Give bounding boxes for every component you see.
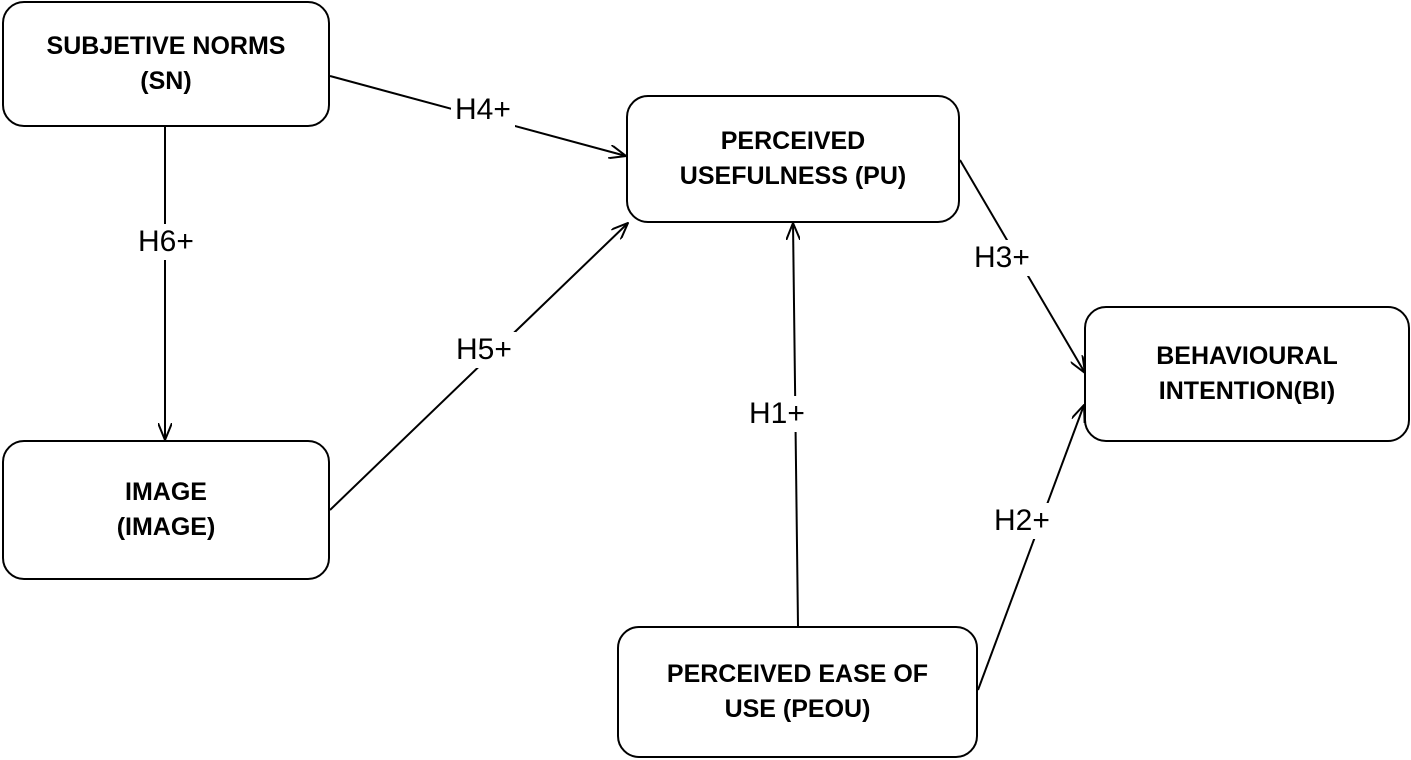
- node-perceived-ease-of-use: PERCEIVED EASE OF USE (PEOU): [617, 626, 978, 758]
- node-label-line: (SN): [140, 67, 192, 95]
- node-label-line: PERCEIVED: [720, 127, 866, 155]
- node-label-line: BEHAVIOURAL: [1156, 342, 1338, 370]
- node-label-line: IMAGE: [125, 478, 207, 506]
- edge-label-h2: H2+: [990, 503, 1054, 539]
- edge-label-h6: H6+: [134, 224, 198, 260]
- node-label-line: (IMAGE): [116, 513, 216, 541]
- node-behavioural-intention: BEHAVIOURAL INTENTION(BI): [1084, 306, 1410, 442]
- node-label-line: USEFULNESS (PU): [679, 162, 907, 190]
- node-image: IMAGE (IMAGE): [2, 440, 330, 580]
- node-label-line: SUBJETIVE NORMS: [46, 32, 286, 60]
- node-label-line: PERCEIVED EASE OF: [666, 660, 929, 688]
- edge-label-h1: H1+: [745, 396, 809, 432]
- node-label-line: USE (PEOU): [724, 695, 871, 723]
- edge-label-h5: H5+: [452, 332, 516, 368]
- edge-label-h4: H4+: [451, 92, 515, 128]
- node-label-line: INTENTION(BI): [1158, 377, 1336, 405]
- edge-label-h3: H3+: [970, 240, 1034, 276]
- node-perceived-usefulness: PERCEIVED USEFULNESS (PU): [626, 95, 960, 223]
- edge-peou-bi: [977, 405, 1084, 691]
- node-subjective-norms: SUBJETIVE NORMS (SN): [2, 1, 330, 127]
